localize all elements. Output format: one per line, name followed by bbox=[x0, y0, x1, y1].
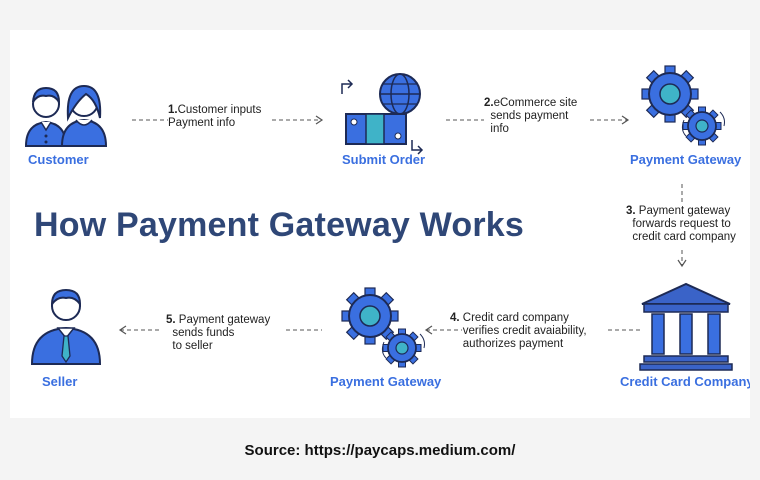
bank-icon bbox=[639, 282, 733, 371]
arrow-step-5 bbox=[118, 325, 322, 335]
submit-order-label: Submit Order bbox=[342, 152, 426, 167]
payment-gateway-top-label: Payment Gateway bbox=[630, 152, 742, 167]
seller-icon bbox=[30, 288, 102, 365]
customer-label: Customer bbox=[28, 152, 89, 167]
arrow-step-4 bbox=[424, 325, 640, 335]
step-5-text: 5. Payment gateway sends funds to seller bbox=[166, 314, 271, 352]
payment-gateway-icon bbox=[641, 65, 725, 146]
step-4-text: 4. Credit card company verifies credit a… bbox=[450, 312, 587, 350]
source-caption: Source: https://paycaps.medium.com/ bbox=[244, 442, 516, 459]
payment-gateway-bottom-label: Payment Gateway bbox=[330, 374, 442, 389]
arrow-step-1 bbox=[132, 115, 324, 125]
payment-gateway-bottom-icon bbox=[341, 287, 425, 368]
diagram-title: How Payment Gateway Works bbox=[34, 206, 524, 244]
credit-card-company-label: Credit Card Company bbox=[620, 374, 750, 389]
step-3-text: 3. Payment gateway forwards request to c… bbox=[626, 205, 736, 243]
arrow-step-2 bbox=[446, 115, 630, 125]
seller-label: Seller bbox=[42, 374, 78, 389]
step-2-text: 2.eCommerce site sends payment info bbox=[484, 97, 578, 135]
customer-icon bbox=[24, 84, 108, 147]
arrow-step-3 bbox=[677, 184, 687, 268]
diagram-card: Customer Submit Order bbox=[10, 30, 750, 418]
submit-order-icon bbox=[341, 73, 424, 155]
step-1-text: 1.Customer inputs Payment info bbox=[168, 104, 262, 129]
